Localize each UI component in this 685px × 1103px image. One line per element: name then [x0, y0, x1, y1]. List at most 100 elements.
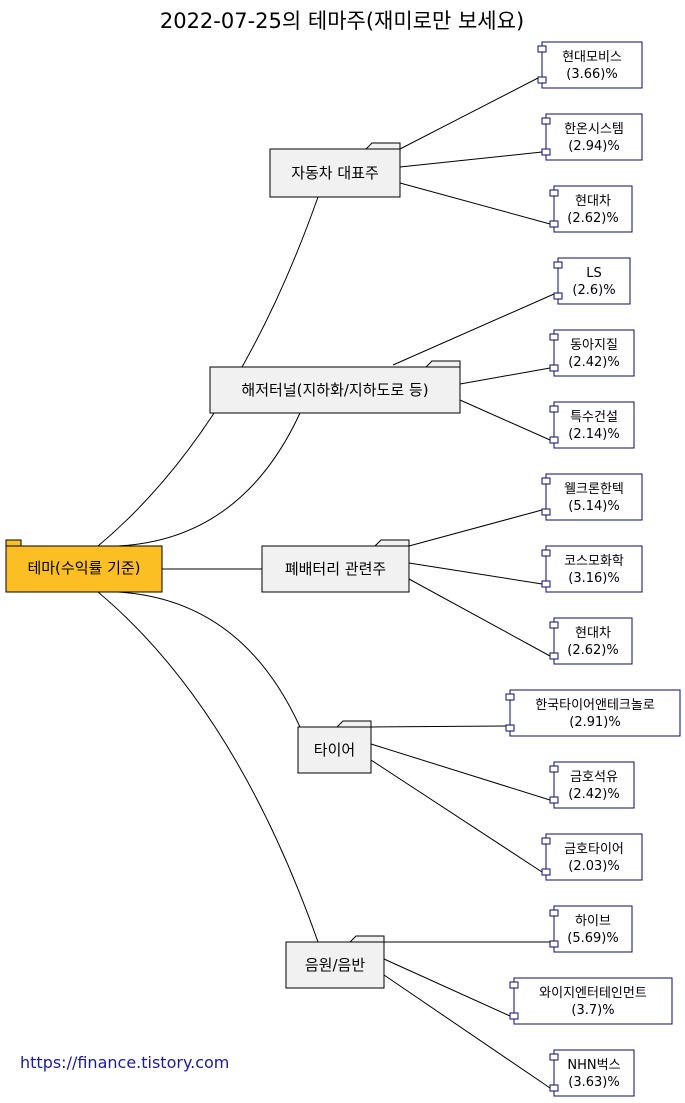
port-top	[541, 549, 551, 557]
theme-label: 타이어	[314, 741, 355, 759]
stock-name: 금호타이어	[564, 842, 624, 857]
port-bottom	[549, 220, 559, 228]
stock-node: LS (2.6)%	[553, 257, 631, 305]
stock-name: 웰크론한텍	[564, 482, 624, 497]
port-bottom	[549, 364, 559, 372]
theme-label: 해저터널(지하화/지하도로 등)	[241, 381, 428, 399]
port-top	[509, 981, 519, 989]
port-bottom	[549, 652, 559, 660]
stock-node: 한온시스템 (2.94)%	[541, 113, 643, 161]
theme-node: 폐배터리 관련주	[261, 539, 410, 593]
port-top	[541, 117, 551, 125]
stock-return: (2.62)%	[567, 211, 618, 226]
port-bottom	[549, 436, 559, 444]
stock-node: 와이지엔터테인먼트(3.7)%	[509, 977, 673, 1025]
stock-name: 금호석유	[570, 770, 618, 785]
root-label: 테마(수익률 기준)	[27, 559, 140, 577]
port-bottom	[549, 796, 559, 804]
stock-name: 코스모화학	[564, 554, 624, 569]
theme-node: 음원/음반	[285, 935, 385, 989]
component-box	[541, 41, 643, 89]
port-top	[549, 621, 559, 629]
theme-stock-link	[408, 562, 543, 585]
theme-stock-link	[408, 509, 543, 547]
port-bottom	[553, 292, 563, 300]
stock-return: (3.63)%	[568, 1075, 619, 1090]
component-box	[553, 617, 633, 665]
stock-name: 와이지엔터테인먼트	[539, 986, 647, 1001]
stock-node: 금호석유(2.42)%	[549, 761, 635, 809]
stock-return: (2.91)%	[569, 715, 620, 730]
stock-return: (5.69)%	[567, 931, 618, 946]
component-box	[545, 473, 643, 521]
theme-stock-link	[383, 958, 511, 1017]
port-bottom	[541, 508, 551, 516]
stock-node: 코스모화학 (3.16)%	[541, 545, 643, 593]
root-theme-link	[97, 591, 319, 943]
theme-stock-link	[370, 725, 507, 728]
component-box	[553, 185, 633, 233]
theme-label: 폐배터리 관련주	[285, 560, 386, 578]
stock-return: (2.14)%	[568, 427, 619, 442]
theme-stock-link	[399, 151, 543, 168]
component-box	[509, 689, 681, 737]
port-top	[549, 189, 559, 197]
port-top	[553, 261, 563, 269]
stock-return: (2.6)%	[572, 283, 615, 298]
port-top	[549, 1053, 559, 1061]
theme-node: 타이어	[297, 720, 372, 774]
component-box	[557, 257, 631, 305]
port-bottom	[541, 148, 551, 156]
stock-name: 특수건설	[570, 410, 618, 425]
port-bottom	[549, 940, 559, 948]
stock-name: 한온시스템	[564, 122, 624, 137]
stock-return: (3.16)%	[568, 571, 619, 586]
stock-name: 동아지질	[570, 338, 618, 353]
stock-node: 현대차 (2.62)%	[549, 185, 633, 233]
stock-node: 하이브 (5.69)%	[549, 905, 633, 953]
port-top	[549, 909, 559, 917]
source-link[interactable]: https://finance.tistory.com	[20, 1053, 230, 1072]
stock-name: LS	[586, 266, 602, 281]
component-box	[513, 977, 673, 1025]
stock-return: (2.94)%	[568, 139, 619, 154]
stock-return: (5.14)%	[568, 499, 619, 514]
stock-node: 금호타이어 (2.03)%	[541, 833, 643, 881]
stock-name: NHN벅스	[567, 1058, 620, 1073]
stock-name: 한국타이어앤테크놀로	[535, 698, 655, 713]
stock-node: 특수건설 (2.14)%	[549, 401, 635, 449]
port-top	[537, 45, 547, 53]
component-box	[545, 113, 643, 161]
theme-stock-link	[459, 367, 551, 385]
theme-node: 해저터널(지하화/지하도로 등)	[209, 360, 461, 414]
stock-name: 현대차	[575, 194, 611, 209]
stock-node: 한국타이어앤테크놀로 (2.91)%	[505, 689, 681, 737]
connector-lines	[97, 77, 555, 1089]
stock-node: 동아지질(2.42)%	[549, 329, 635, 377]
component-box	[553, 1049, 635, 1097]
theme-stock-link	[370, 759, 543, 873]
theme-stock-link	[399, 77, 539, 150]
diagram-title: 2022-07-25의 테마주(재미로만 보세요)	[160, 9, 524, 33]
theme-stock-link	[399, 182, 551, 225]
port-bottom	[541, 868, 551, 876]
port-bottom	[541, 580, 551, 588]
theme-stock-link	[370, 743, 551, 801]
component-box	[553, 329, 635, 377]
root-theme-link	[117, 412, 301, 547]
stock-return: (2.03)%	[568, 859, 619, 874]
port-bottom	[505, 724, 515, 732]
port-top	[549, 765, 559, 773]
stock-return: (3.66)%	[566, 67, 617, 82]
theme-stock-link	[408, 578, 551, 657]
stock-name: 현대모비스	[562, 50, 622, 65]
port-top	[541, 477, 551, 485]
theme-label: 자동차 대표주	[291, 164, 379, 182]
theme-label: 음원/음반	[305, 956, 365, 974]
stock-node: NHN벅스 (3.63)%	[549, 1049, 635, 1097]
port-top	[541, 837, 551, 845]
stock-name: 하이브	[575, 914, 611, 929]
component-box	[553, 401, 635, 449]
stock-node: 현대모비스 (3.66)%	[537, 41, 643, 89]
